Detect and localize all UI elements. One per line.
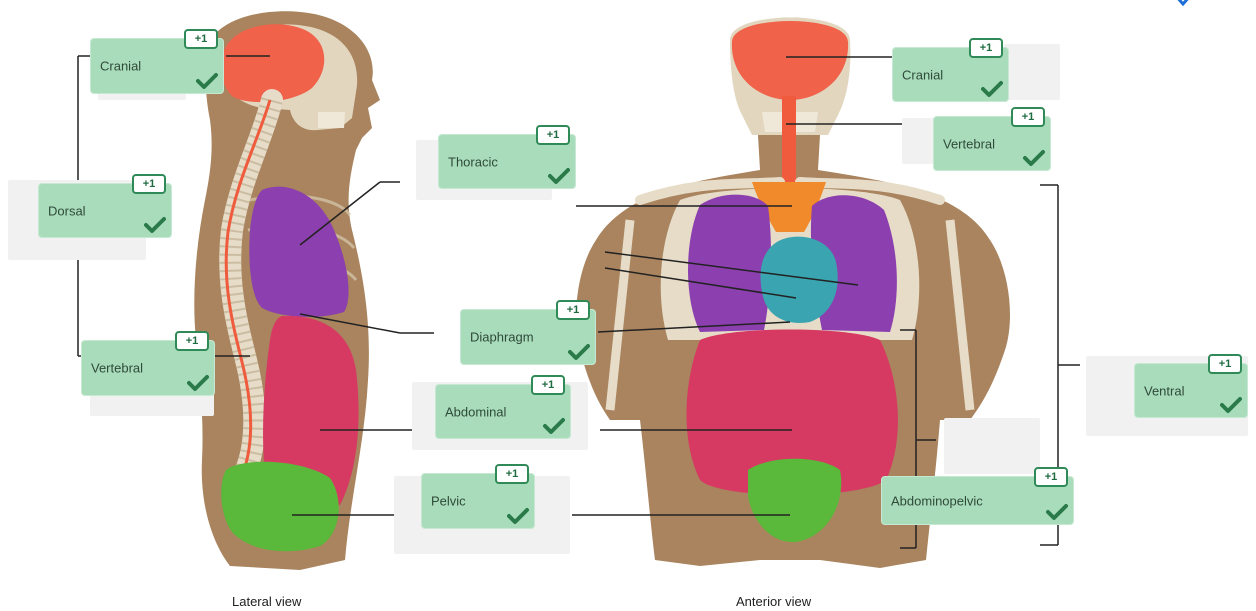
score-badge: +1: [1011, 107, 1045, 127]
score-badge: +1: [1208, 354, 1242, 374]
lateral-view-caption: Lateral view: [232, 594, 301, 609]
answer-chip-abdominopelvic[interactable]: Abdominopelvic +1: [881, 476, 1074, 525]
check-icon: [548, 167, 570, 185]
check-icon: [187, 374, 209, 392]
answer-chip-vertebral-lateral[interactable]: Vertebral +1: [81, 340, 215, 396]
check-icon: [1220, 396, 1242, 414]
anterior-view-caption: Anterior view: [736, 594, 811, 609]
anterior-heart: [761, 237, 838, 323]
answer-chip-dorsal[interactable]: Dorsal +1: [38, 183, 172, 238]
answer-chip-cranial-lateral[interactable]: Cranial +1: [90, 38, 224, 94]
score-badge: +1: [132, 174, 166, 194]
score-badge: +1: [495, 464, 529, 484]
anterior-left-lung: [688, 195, 771, 332]
score-badge: +1: [175, 331, 209, 351]
score-badge: +1: [531, 375, 565, 395]
chip-label: Cranial: [902, 67, 943, 82]
score-badge: +1: [556, 300, 590, 320]
chip-label: Diaphragm: [470, 330, 534, 345]
answer-chip-pelvic[interactable]: Pelvic +1: [421, 473, 535, 529]
score-badge: +1: [1034, 467, 1068, 487]
lateral-view-figure: [194, 11, 380, 570]
chevron-icon[interactable]: [1174, 0, 1192, 8]
answer-chip-ventral[interactable]: Ventral +1: [1134, 363, 1248, 418]
chip-label: Vertebral: [943, 136, 995, 151]
chip-label: Ventral: [1144, 383, 1184, 398]
chip-label: Cranial: [100, 59, 141, 74]
check-icon: [144, 216, 166, 234]
chip-label: Dorsal: [48, 203, 86, 218]
chip-label: Thoracic: [448, 154, 498, 169]
check-icon: [543, 417, 565, 435]
chip-label: Abdominopelvic: [891, 493, 983, 508]
drop-zone[interactable]: [944, 418, 1040, 474]
chip-label: Vertebral: [91, 361, 143, 376]
score-badge: +1: [969, 38, 1003, 58]
check-icon: [1023, 149, 1045, 167]
check-icon: [1046, 503, 1068, 521]
score-badge: +1: [184, 29, 218, 49]
answer-chip-diaphragm[interactable]: Diaphragm +1: [460, 309, 596, 365]
answer-chip-vertebral-anterior[interactable]: Vertebral +1: [933, 116, 1051, 171]
check-icon: [981, 80, 1003, 98]
answer-chip-thoracic[interactable]: Thoracic +1: [438, 134, 576, 189]
check-icon: [196, 72, 218, 90]
answer-chip-abdominal[interactable]: Abdominal +1: [435, 384, 571, 439]
score-badge: +1: [536, 125, 570, 145]
answer-chip-cranial-anterior[interactable]: Cranial +1: [892, 47, 1009, 102]
chip-label: Pelvic: [431, 494, 466, 509]
chip-label: Abdominal: [445, 404, 506, 419]
check-icon: [568, 343, 590, 361]
check-icon: [507, 507, 529, 525]
drop-zone[interactable]: [1004, 44, 1060, 100]
lateral-pelvic-cavity: [221, 462, 339, 551]
anterior-spinal-cord: [782, 96, 796, 186]
